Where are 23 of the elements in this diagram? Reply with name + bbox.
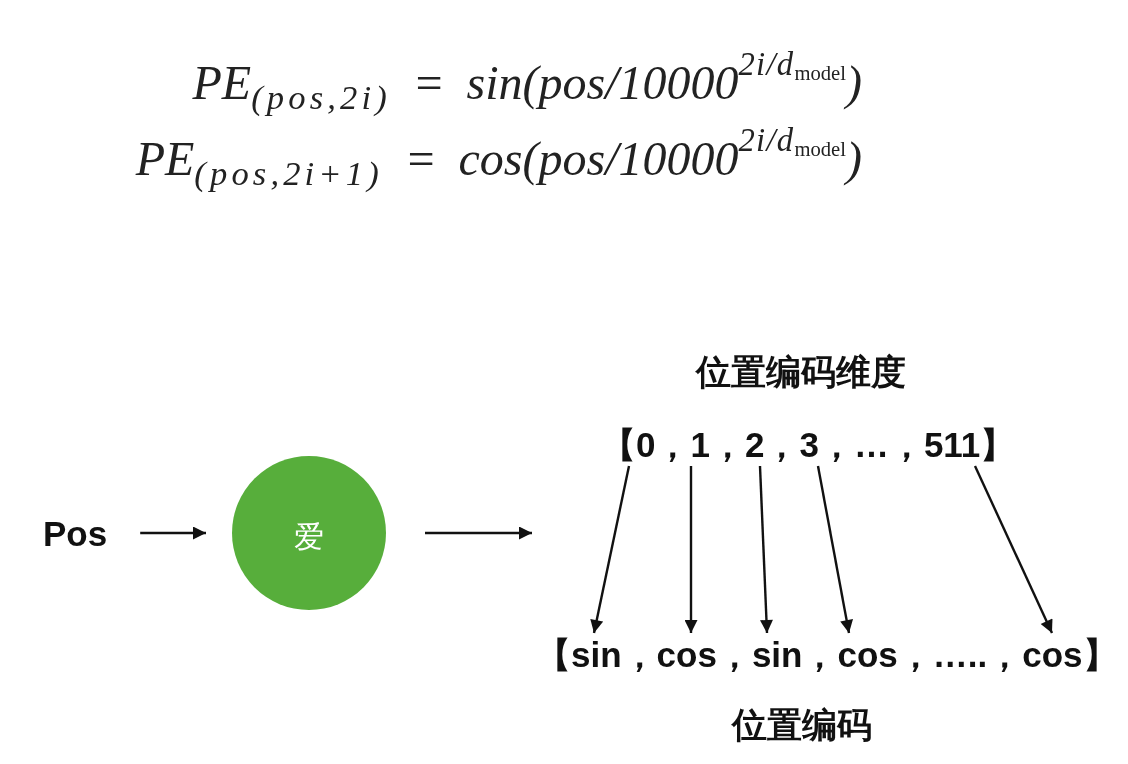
encoding-item: sin， <box>751 633 838 676</box>
arrow <box>590 465 631 634</box>
index-item: 511】 <box>923 423 1016 466</box>
encoding-item: cos， <box>656 633 752 676</box>
row-caption: 位置编码 <box>732 704 872 746</box>
encoding-item: 【sin， <box>536 633 657 676</box>
position-label: Pos <box>43 512 108 555</box>
row-heading: 位置编码维度 <box>696 351 906 393</box>
arrow <box>684 466 698 633</box>
encoding-item: cos】 <box>1022 633 1118 676</box>
index-item: 2， <box>744 423 800 466</box>
arrow <box>816 465 853 634</box>
encoding-item: cos， <box>837 633 933 676</box>
ellipsis-text: …， <box>853 424 924 466</box>
token-text: 爱 <box>294 519 324 555</box>
arrow <box>425 526 532 540</box>
index-item: 3， <box>799 423 854 466</box>
arrow <box>973 465 1054 634</box>
index-item: 【0， <box>601 423 691 466</box>
index-item: 1， <box>690 423 745 466</box>
arrow <box>758 465 773 634</box>
arrow <box>140 526 206 540</box>
ellipsis-text: …..， <box>932 634 1023 676</box>
